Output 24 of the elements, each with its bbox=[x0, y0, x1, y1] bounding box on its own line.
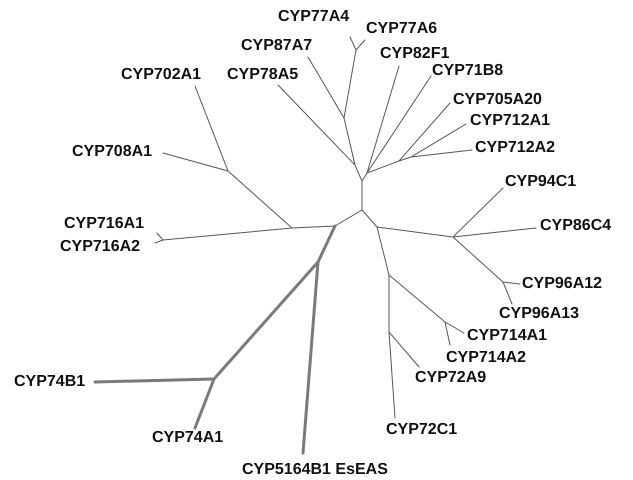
gene-label: CYP82F1 bbox=[380, 45, 450, 63]
gene-label: CYP714A1 bbox=[467, 327, 548, 345]
gene-label: CYP716A1 bbox=[64, 215, 144, 233]
gene-label: CYP712A1 bbox=[470, 112, 550, 130]
gene-label: CYP705A20 bbox=[453, 91, 542, 109]
gene-label: CYP86C4 bbox=[540, 217, 612, 235]
gene-label: CYP712A2 bbox=[475, 139, 556, 157]
gene-label: CYP74B1 bbox=[14, 373, 86, 391]
gene-label: CYP714A2 bbox=[446, 349, 526, 367]
gene-label: CYP72C1 bbox=[386, 421, 458, 439]
gene-label: CYP78A5 bbox=[227, 66, 298, 84]
gene-label: CYP702A1 bbox=[121, 66, 202, 84]
gene-label: CYP96A12 bbox=[522, 275, 602, 293]
gene-label: CYP74A1 bbox=[152, 429, 224, 447]
gene-label: CYP96A13 bbox=[499, 305, 580, 323]
gene-label: CYP87A7 bbox=[241, 37, 312, 55]
gene-label: CYP716A2 bbox=[60, 238, 140, 256]
gene-label: CYP72A9 bbox=[415, 369, 486, 387]
gene-label: CYP5164B1 EsEAS bbox=[242, 461, 388, 479]
gene-label: CYP71B8 bbox=[432, 62, 504, 80]
gene-label: CYP94C1 bbox=[505, 173, 576, 191]
gene-label: CYP708A1 bbox=[72, 143, 152, 161]
gene-label: CYP77A4 bbox=[278, 8, 350, 26]
gene-label: CYP77A6 bbox=[366, 20, 438, 38]
